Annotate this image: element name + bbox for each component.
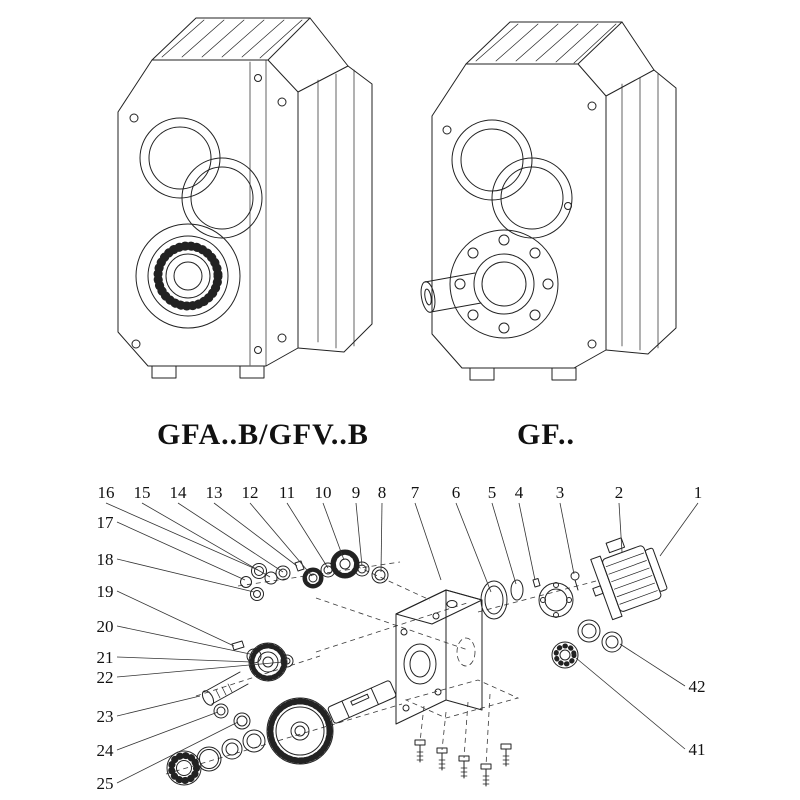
- intermediate-gear-parts: [201, 640, 294, 706]
- oil-plug: [446, 600, 458, 608]
- drawing-gf: [420, 21, 677, 381]
- lock-nut: [371, 566, 389, 584]
- part-number-21: 21: [97, 648, 114, 667]
- bolt: [480, 763, 492, 787]
- part-number-12: 12: [242, 483, 259, 502]
- keyway: [350, 693, 370, 706]
- leader-lines: [105, 502, 699, 784]
- gasket: [480, 580, 508, 620]
- input-bolt: [570, 571, 580, 591]
- input-shaft-parts: [240, 549, 389, 601]
- part-number-41: 41: [689, 740, 706, 759]
- part-number-1: 1: [694, 483, 703, 502]
- output-shaft-parts: [166, 680, 397, 786]
- right-bearing-rings: [551, 619, 623, 669]
- bolt: [500, 743, 512, 767]
- part-number-24: 24: [97, 741, 115, 760]
- input-bores: [451, 119, 573, 239]
- part-number-7: 7: [411, 483, 420, 502]
- part-number-9: 9: [352, 483, 361, 502]
- fan-cover: [644, 547, 668, 592]
- part-number-23: 23: [97, 707, 114, 726]
- washer: [264, 571, 278, 585]
- part-number-2: 2: [615, 483, 624, 502]
- part-number-22: 22: [97, 668, 114, 687]
- motor-shaft-stub: [592, 585, 604, 597]
- part-number-16: 16: [98, 483, 115, 502]
- output-gear: [266, 697, 334, 765]
- part-number-labels-right: 42 41: [689, 677, 706, 759]
- bearing-cover: [538, 582, 574, 618]
- model-label-left: GFA..B/GFV..B: [157, 418, 369, 451]
- exploded-view: 16 15 14 13 12 11 10 9 8 7 6 5 4 3 2 1 1…: [97, 483, 706, 793]
- bolt: [458, 755, 470, 779]
- part-number-8: 8: [378, 483, 387, 502]
- part-number-17: 17: [97, 513, 115, 532]
- key: [294, 560, 305, 572]
- motor: [590, 537, 668, 621]
- housing: [395, 589, 483, 725]
- output-shaft: [420, 272, 482, 313]
- part-number-labels-top: 16 15 14 13 12 11 10 9 8 7 6 5 4 3 2 1: [98, 483, 703, 502]
- drawing-gfab-gfvb: [117, 17, 373, 379]
- input-gear: [330, 549, 360, 579]
- part-number-5: 5: [488, 483, 497, 502]
- key: [231, 640, 245, 651]
- part-number-4: 4: [515, 483, 524, 502]
- input-bores: [139, 117, 263, 239]
- part-number-6: 6: [452, 483, 461, 502]
- output-flange: [449, 229, 559, 339]
- output-shaft: [327, 680, 397, 724]
- small-gear: [302, 567, 324, 589]
- construction-lines: [165, 561, 601, 775]
- cover-flange-parts: [480, 571, 580, 620]
- bolt: [414, 739, 426, 763]
- pinion-shaft: [201, 671, 249, 706]
- part-number-10: 10: [315, 483, 332, 502]
- part-number-14: 14: [170, 483, 188, 502]
- part-number-15: 15: [134, 483, 151, 502]
- retaining-ring: [240, 576, 252, 588]
- bolt: [436, 747, 448, 771]
- ball-bearing: [166, 750, 202, 786]
- model-label-right: GF..: [517, 418, 575, 451]
- hollow-shaft-bearing: [135, 223, 241, 329]
- part-number-11: 11: [279, 483, 295, 502]
- part-number-18: 18: [97, 550, 114, 569]
- key: [532, 578, 541, 588]
- snap-ring: [196, 746, 222, 772]
- terminal-box: [605, 537, 626, 554]
- motor-body: [602, 545, 662, 612]
- part-number-13: 13: [206, 483, 223, 502]
- part-number-19: 19: [97, 582, 114, 601]
- bearing-41: [551, 641, 579, 669]
- part-number-42: 42: [689, 677, 706, 696]
- fasteners: [414, 739, 512, 787]
- part-number-3: 3: [556, 483, 565, 502]
- part-number-20: 20: [97, 617, 114, 636]
- part-number-25: 25: [97, 774, 114, 793]
- part-number-labels-left: 17 18 19 20 21 22 23 24 25: [97, 513, 115, 793]
